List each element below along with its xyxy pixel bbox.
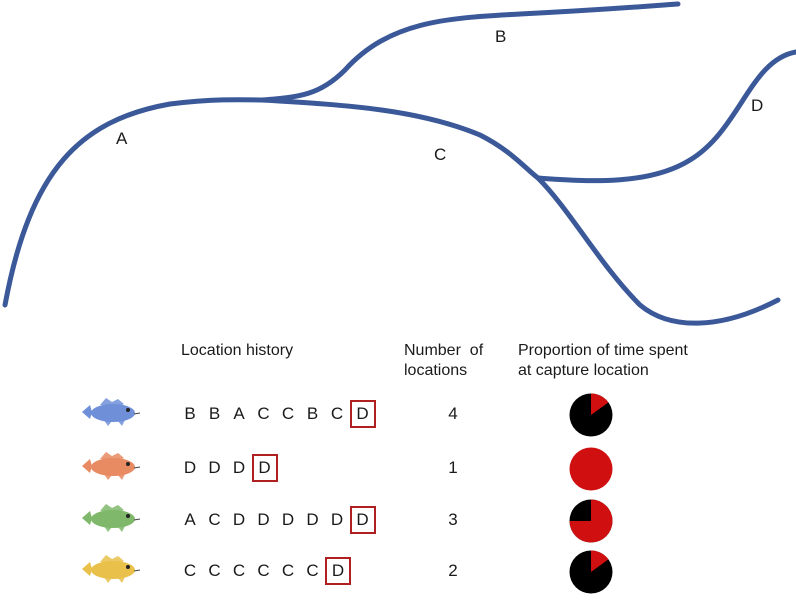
header-proportion: Proportion of time spent at capture loca… — [518, 341, 688, 381]
location-count: 4 — [448, 404, 458, 423]
river-branch-c — [259, 97, 781, 326]
time-proportion-pie — [568, 549, 614, 595]
history-location: A — [184, 510, 196, 529]
header-count-line2: locations — [404, 362, 468, 379]
history-location: A — [233, 404, 245, 423]
history-location: D — [232, 458, 246, 477]
capture-location: D — [325, 557, 351, 585]
header-number-of-locations: Number of locations — [404, 341, 483, 381]
river-branch-b — [259, 1, 681, 103]
location-label-c: C — [434, 145, 447, 164]
capture-location: D — [251, 454, 278, 482]
location-count: 1 — [448, 458, 458, 477]
capture-location: D — [349, 400, 376, 428]
history-location: D — [232, 510, 246, 529]
fish-icon — [80, 502, 142, 534]
pie-slice-capture — [569, 447, 613, 491]
history-location: C — [232, 561, 246, 580]
history-location: C — [281, 404, 295, 423]
pie-slice-capture — [591, 393, 609, 415]
time-proportion-pie — [568, 446, 614, 492]
time-proportion-pie — [568, 498, 614, 544]
history-location: B — [208, 404, 221, 423]
history-location: C — [281, 561, 295, 580]
fish-icon — [80, 450, 142, 482]
history-location: D — [183, 458, 197, 477]
header-prop-line1: Proportion of time spent — [518, 342, 688, 359]
time-proportion-pie — [568, 392, 614, 438]
history-location: D — [306, 510, 319, 529]
river-network — [2, 1, 796, 326]
history-location: C — [330, 404, 344, 423]
location-label-b: B — [495, 27, 507, 46]
history-location: B — [306, 404, 319, 423]
river-main-stem — [2, 97, 265, 308]
fish-icon — [80, 553, 142, 585]
history-location: C — [257, 404, 270, 423]
river-branch-d — [535, 49, 796, 184]
pie-slice-capture — [569, 499, 613, 543]
history-location: B — [184, 404, 196, 423]
capture-location: D — [349, 506, 376, 534]
header-count-line1: Number of — [404, 342, 484, 359]
history-location: C — [208, 510, 221, 529]
history-location: C — [183, 561, 197, 580]
header-location-history: Location history — [181, 342, 294, 359]
history-location: D — [281, 510, 295, 529]
location-label-d: D — [751, 96, 764, 115]
header-prop-line2: at capture location — [518, 362, 649, 379]
history-location: C — [306, 561, 319, 580]
history-location: D — [208, 458, 221, 477]
history-location: D — [330, 510, 344, 529]
fish-icon — [80, 396, 142, 428]
history-location: D — [257, 510, 270, 529]
pie-slice-capture — [591, 550, 609, 572]
history-location: C — [257, 561, 270, 580]
history-location: C — [208, 561, 221, 580]
location-count: 2 — [448, 561, 458, 580]
location-count: 3 — [448, 510, 458, 529]
location-label-a: A — [116, 129, 128, 148]
